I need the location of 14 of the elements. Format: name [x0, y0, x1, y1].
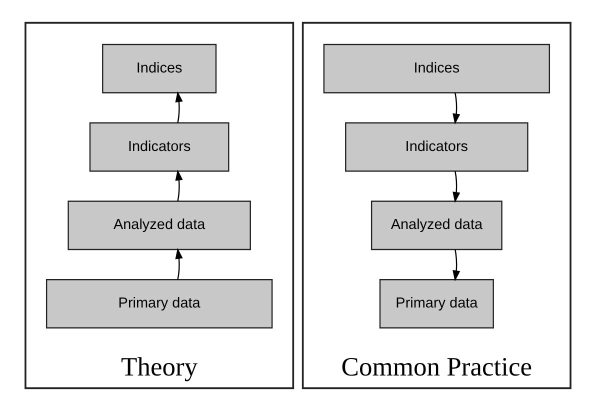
- node-box: Indices: [102, 44, 216, 94]
- node-box: Indices: [322, 44, 550, 94]
- arrow: [452, 92, 460, 125]
- node-box: Indicators: [88, 122, 229, 172]
- node-box: Primary data: [45, 279, 272, 328]
- node-box: Analyzed data: [370, 200, 502, 250]
- arrow: [452, 250, 460, 282]
- arrow: [174, 248, 182, 280]
- arrow: [174, 170, 182, 202]
- node-box: Indicators: [344, 122, 528, 172]
- arrow: [452, 171, 460, 203]
- node-box: Primary data: [378, 279, 494, 328]
- node-box: Analyzed data: [67, 200, 250, 250]
- arrow: [174, 91, 182, 123]
